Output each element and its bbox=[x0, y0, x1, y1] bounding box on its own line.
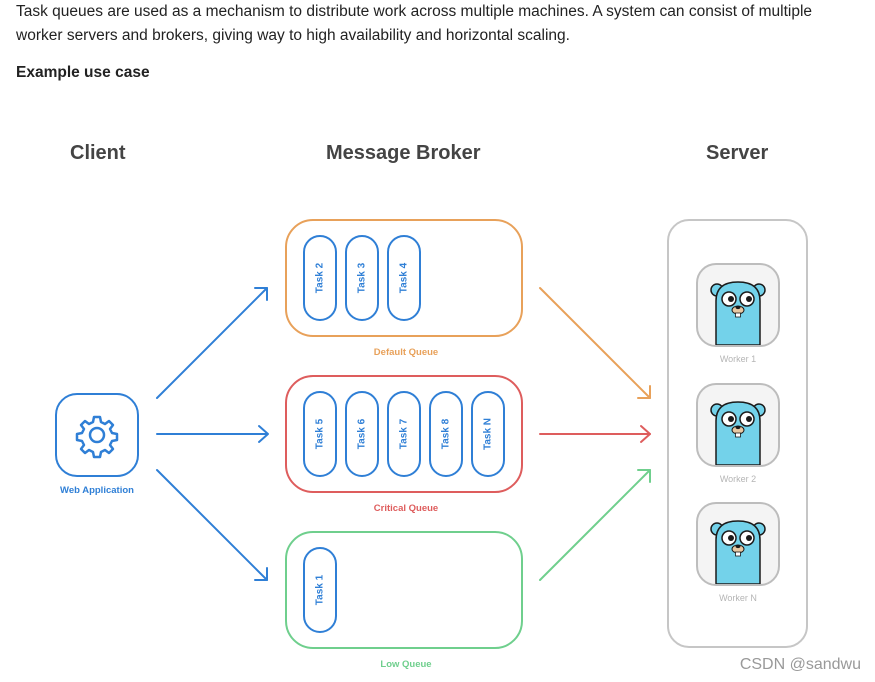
worker-2-card bbox=[696, 383, 780, 467]
worker-1-card bbox=[696, 263, 780, 347]
task-pill: Task 4 bbox=[387, 235, 421, 321]
low-queue: Task 1 bbox=[285, 531, 523, 649]
arrow-client-to-default bbox=[156, 287, 268, 399]
server-column-title: Server bbox=[706, 142, 769, 164]
worker-n-card bbox=[696, 502, 780, 586]
watermark: CSDN @sandwu bbox=[739, 656, 861, 673]
arrow-critical-to-server bbox=[539, 425, 651, 443]
default-queue-label: Default Queue bbox=[373, 347, 439, 358]
server-frame bbox=[667, 219, 808, 648]
critical-queue-label: Critical Queue bbox=[373, 503, 439, 514]
arrow-low-to-server bbox=[539, 469, 651, 581]
gopher-icon bbox=[710, 520, 766, 584]
critical-queue: Task 5 Task 6 Task 7 Task 8 Task N bbox=[285, 375, 523, 493]
web-application-label: Web Application bbox=[60, 485, 134, 496]
task-pill: Task 7 bbox=[387, 391, 421, 477]
task-pill: Task 3 bbox=[345, 235, 379, 321]
arrow-client-to-low bbox=[156, 469, 268, 581]
task-pill: Task 1 bbox=[303, 547, 337, 633]
web-application-node bbox=[55, 393, 139, 477]
task-pill: Task 6 bbox=[345, 391, 379, 477]
gopher-icon bbox=[710, 401, 766, 465]
worker-2-label: Worker 2 bbox=[719, 474, 757, 484]
low-queue-label: Low Queue bbox=[380, 659, 432, 670]
task-pill: Task N bbox=[471, 391, 505, 477]
worker-n-label: Worker N bbox=[719, 593, 757, 603]
worker-1-label: Worker 1 bbox=[719, 354, 757, 364]
task-pill: Task 8 bbox=[429, 391, 463, 477]
broker-column-title: Message Broker bbox=[326, 142, 481, 164]
task-pill: Task 5 bbox=[303, 391, 337, 477]
example-heading: Example use case bbox=[16, 64, 150, 81]
intro-paragraph: Task queues are used as a mechanism to d… bbox=[16, 3, 813, 44]
gear-icon bbox=[75, 415, 119, 459]
default-queue: Task 2 Task 3 Task 4 bbox=[285, 219, 523, 337]
arrow-default-to-server bbox=[539, 287, 651, 399]
client-column-title: Client bbox=[70, 142, 126, 164]
gopher-icon bbox=[710, 281, 766, 345]
task-pill: Task 2 bbox=[303, 235, 337, 321]
